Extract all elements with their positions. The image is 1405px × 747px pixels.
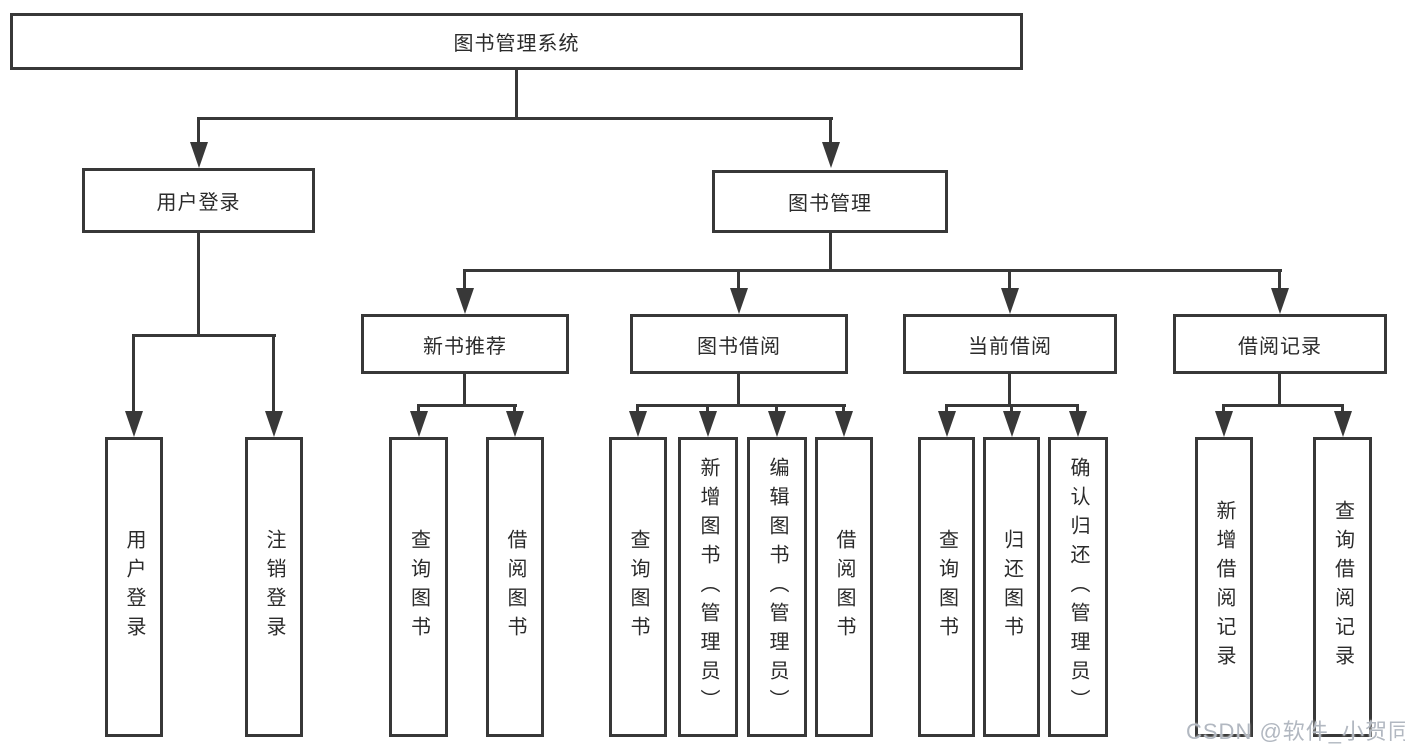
node-root: 图书管理系统	[10, 13, 1023, 70]
leaf-newbooks-borrow-label: 借阅图书	[504, 529, 526, 645]
arrow-down-icon	[835, 411, 853, 437]
leaf-borrowing-add-admin: 新增图书（管理员）	[678, 437, 738, 737]
leaf-borrowing-add-admin-label: 新增图书（管理员）	[697, 456, 719, 718]
leaf-borrowing-borrow: 借阅图书	[815, 437, 873, 737]
node-new-books: 新书推荐	[361, 314, 569, 374]
leaf-current-query: 查询图书	[918, 437, 975, 737]
connector-login-stem	[197, 233, 200, 336]
leaf-borrowing-edit-admin: 编辑图书（管理员）	[747, 437, 807, 737]
connector-borrowing-crossbar	[636, 404, 846, 407]
node-user-login-label: 用户登录	[156, 192, 241, 214]
arrow-down-icon	[125, 411, 143, 437]
connector-drop-new-books	[463, 269, 466, 290]
arrow-down-icon	[629, 411, 647, 437]
node-records: 借阅记录	[1173, 314, 1387, 374]
leaf-user-login: 用户登录	[105, 437, 163, 737]
arrow-down-icon	[1334, 411, 1352, 437]
connector-records-crossbar	[1223, 404, 1344, 407]
node-book-mgmt: 图书管理	[712, 170, 948, 233]
connector-drop-book-mgmt	[829, 117, 832, 144]
arrow-down-icon	[190, 142, 208, 168]
leaf-records-add-label: 新增借阅记录	[1213, 500, 1235, 674]
connector-drop	[945, 404, 948, 413]
node-book-mgmt-label: 图书管理	[788, 193, 872, 215]
node-root-label: 图书管理系统	[453, 33, 580, 55]
connector-drop	[1010, 404, 1013, 413]
node-user-login: 用户登录	[82, 168, 315, 233]
leaf-current-return: 归还图书	[983, 437, 1040, 737]
leaf-borrowing-edit-admin-label: 编辑图书（管理员）	[766, 456, 788, 718]
connector-drop	[417, 404, 420, 413]
connector-mgmt-crossbar	[463, 269, 1282, 272]
arrow-down-icon	[1069, 411, 1087, 437]
connector-new-books-stem	[463, 374, 466, 406]
arrow-down-icon	[1003, 411, 1021, 437]
connector-drop-borrowing	[737, 269, 740, 290]
connector-drop	[1222, 404, 1225, 413]
connector-borrowing-stem	[737, 374, 740, 406]
leaf-current-query-label: 查询图书	[935, 529, 958, 645]
connector-drop	[775, 404, 778, 413]
connector-drop	[513, 404, 516, 413]
leaf-current-confirm-admin-label: 确认归还（管理员）	[1067, 456, 1089, 718]
arrow-down-icon	[938, 411, 956, 437]
leaf-records-query: 查询借阅记录	[1313, 437, 1372, 737]
node-current-label: 当前借阅	[968, 335, 1052, 358]
node-current: 当前借阅	[903, 314, 1117, 374]
connector-drop-records	[1278, 269, 1281, 290]
connector-drop	[636, 404, 639, 413]
leaf-current-return-label: 归还图书	[1000, 529, 1023, 645]
connector-drop-user-login	[197, 117, 200, 144]
leaf-borrowing-query-label: 查询图书	[627, 529, 649, 645]
connector-new-books-crossbar	[417, 404, 517, 407]
csdn-watermark: CSDN @软件_小贺同学	[1186, 719, 1405, 744]
arrow-down-icon	[410, 411, 428, 437]
connector-drop	[706, 404, 709, 413]
leaf-borrowing-query: 查询图书	[609, 437, 667, 737]
connector-login-crossbar	[132, 334, 276, 337]
leaf-records-query-label: 查询借阅记录	[1331, 500, 1354, 674]
connector-drop	[1076, 404, 1079, 413]
connector-root-crossbar	[197, 117, 833, 120]
connector-mgmt-stem	[829, 233, 832, 272]
node-new-books-label: 新书推荐	[423, 335, 507, 358]
leaf-records-add: 新增借阅记录	[1195, 437, 1253, 737]
leaf-logout: 注销登录	[245, 437, 303, 737]
arrow-down-icon	[730, 288, 748, 314]
arrow-down-icon	[768, 411, 786, 437]
arrow-down-icon	[1271, 288, 1289, 314]
connector-root-stem	[515, 70, 518, 120]
connector-drop-current	[1008, 269, 1011, 290]
connector-drop	[1341, 404, 1344, 413]
node-borrowing: 图书借阅	[630, 314, 848, 374]
arrow-down-icon	[506, 411, 524, 437]
arrow-down-icon	[822, 142, 840, 168]
leaf-user-login-label: 用户登录	[123, 529, 145, 645]
arrow-down-icon	[699, 411, 717, 437]
connector-drop	[842, 404, 845, 413]
node-records-label: 借阅记录	[1238, 335, 1322, 358]
connector-drop-login-leaf1	[132, 334, 135, 413]
arrow-down-icon	[265, 411, 283, 437]
connector-current-stem	[1008, 374, 1011, 406]
arrow-down-icon	[456, 288, 474, 314]
leaf-borrowing-borrow-label: 借阅图书	[833, 529, 855, 645]
leaf-newbooks-borrow: 借阅图书	[486, 437, 544, 737]
leaf-newbooks-query: 查询图书	[389, 437, 448, 737]
arrow-down-icon	[1215, 411, 1233, 437]
leaf-logout-label: 注销登录	[263, 529, 285, 645]
connector-records-stem	[1278, 374, 1281, 406]
arrow-down-icon	[1001, 288, 1019, 314]
leaf-newbooks-query-label: 查询图书	[407, 529, 430, 645]
node-borrowing-label: 图书借阅	[697, 335, 781, 358]
connector-drop-login-leaf2	[272, 334, 275, 413]
leaf-current-confirm-admin: 确认归还（管理员）	[1048, 437, 1108, 737]
